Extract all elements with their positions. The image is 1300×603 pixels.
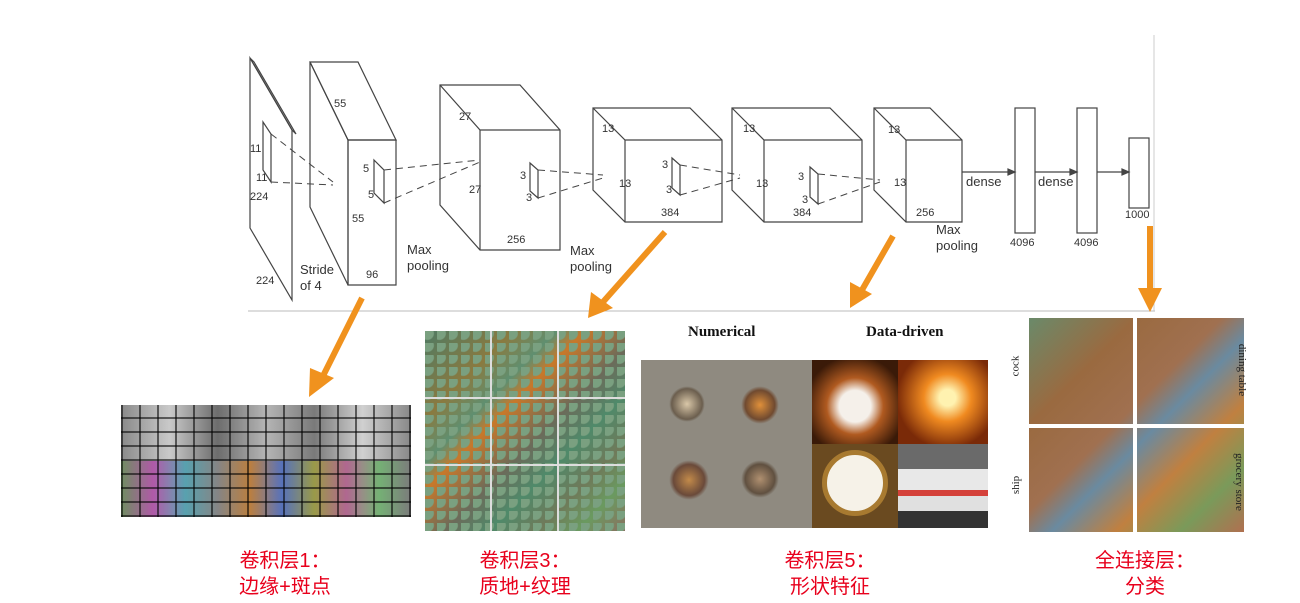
conv2-kernel-label-2: 3 — [526, 192, 532, 204]
conv3-kernel — [671, 156, 681, 197]
conv4-size-label: 13 — [743, 123, 755, 135]
caption-conv3-line1: 卷积层3： — [479, 550, 571, 572]
conv4-depth-label: 384 — [793, 207, 811, 219]
input-kernel-label: 11 — [250, 143, 261, 155]
input-width-label: 224 — [256, 275, 274, 287]
conv4-size-label-2: 13 — [756, 178, 768, 190]
arrow-head-icon-3 — [850, 282, 872, 308]
conv3-size-label-2: 13 — [619, 178, 631, 190]
pool3-label-2: pooling — [936, 238, 978, 253]
caption-conv1-line1: 卷积层1： — [239, 550, 331, 572]
fc-label-ship: ship — [1010, 475, 1023, 495]
fc-label-dining-table: dining table — [1236, 343, 1249, 397]
arrow-head-icon-4 — [1138, 288, 1162, 312]
conv4-kernel — [809, 165, 819, 206]
caption-conv1-line2: 边缘+斑点 — [239, 576, 331, 598]
fc-label-grocery-store: grocery store — [1232, 453, 1245, 511]
caption-conv5-line2: 形状特征 — [790, 576, 870, 598]
conv1-side — [347, 139, 397, 286]
stride-label: Stride — [300, 262, 334, 277]
conv3-depth-label: 384 — [661, 207, 679, 219]
conv1-top — [309, 61, 397, 141]
conv2-edge1 — [439, 84, 560, 131]
arrow-icon-2 — [600, 230, 668, 304]
conv1-kernel-label: 5 — [363, 163, 369, 175]
conv1-kernel-label-2: 5 — [368, 189, 374, 201]
dog-image — [812, 360, 898, 444]
conv3-kernel-label: 3 — [662, 159, 668, 171]
caption-conv3-line2: 质地+纹理 — [479, 576, 571, 598]
pool1-label-2: pooling — [407, 258, 449, 273]
conv2-size-label-2: 27 — [469, 184, 481, 196]
arrow-icon-1 — [319, 296, 365, 380]
projection-lines — [270, 133, 881, 205]
dense-arrows — [962, 168, 1131, 176]
car-image — [898, 444, 988, 528]
numerical-visualization — [641, 360, 812, 528]
input-height-label: 224 — [250, 191, 268, 203]
conv2-depth-label: 256 — [507, 234, 525, 246]
conv3-texture-grid — [425, 331, 625, 531]
caption-conv1: 卷积层1： 边缘+斑点 — [210, 548, 360, 600]
conv3-block — [592, 107, 723, 223]
caption-fc-line1: 全连接层： — [1095, 550, 1195, 572]
conv3-kernel-label-2: 3 — [666, 184, 672, 196]
conv2-block — [439, 84, 561, 251]
orange-arrows — [309, 226, 1162, 397]
caption-conv5: 卷积层5： 形状特征 — [755, 548, 905, 600]
conv2-size-label: 27 — [459, 111, 471, 123]
dense1-label: dense — [966, 174, 1001, 189]
conv5-size-label: 13 — [888, 124, 900, 136]
caption-fc: 全连接层： 分类 — [1070, 548, 1220, 600]
conv1-kernel — [373, 158, 385, 205]
conv1-depth-label: 96 — [366, 269, 378, 281]
pool2-label-2: pooling — [570, 259, 612, 274]
fc2-layer — [1076, 107, 1098, 234]
conv4-kernel-label: 3 — [798, 171, 804, 183]
conv1-color-filters — [121, 461, 411, 517]
dense2-label: dense — [1038, 174, 1073, 189]
caption-conv5-line1: 卷积层5： — [784, 550, 876, 572]
conv5-block — [873, 107, 963, 223]
conv4-kernel-label-2: 3 — [802, 194, 808, 206]
stride-label-2: of 4 — [300, 278, 322, 293]
fire-image — [898, 360, 988, 444]
fc-label-cock: cock — [1009, 355, 1022, 377]
conv2-kernel-label: 3 — [520, 170, 526, 182]
arrow-head-icon-2 — [588, 292, 613, 318]
fc1-layer — [1014, 107, 1036, 234]
conv1-size-label-2: 55 — [352, 213, 364, 225]
fc3-layer — [1128, 137, 1150, 209]
pool2-label: Max — [570, 243, 595, 258]
data-driven-header: Data-driven — [866, 324, 944, 340]
caption-fc-line2: 分类 — [1125, 576, 1165, 598]
conv5-size-label-2: 13 — [894, 177, 906, 189]
fc-class-grid — [1029, 318, 1244, 532]
pool1-label: Max — [407, 242, 432, 257]
conv3-size-label: 13 — [602, 123, 614, 135]
arrow-icon-3 — [859, 234, 896, 292]
fc2-size-label: 4096 — [1074, 237, 1098, 249]
clock-image — [812, 444, 898, 528]
fc1-size-label: 4096 — [1010, 237, 1034, 249]
caption-conv3: 卷积层3： 质地+纹理 — [450, 548, 600, 600]
arrow-head-icon-1 — [309, 368, 334, 397]
conv1-front — [309, 61, 349, 286]
input-kernel-label-2: 11 — [256, 172, 267, 184]
conv4-block — [731, 107, 863, 223]
input-edge — [249, 57, 297, 135]
conv5-depth-label: 256 — [916, 207, 934, 219]
conv1-size-label: 55 — [334, 98, 346, 110]
numerical-header: Numerical — [688, 324, 756, 340]
fc3-size-label: 1000 — [1125, 209, 1149, 221]
pool3-label: Max — [936, 222, 961, 237]
